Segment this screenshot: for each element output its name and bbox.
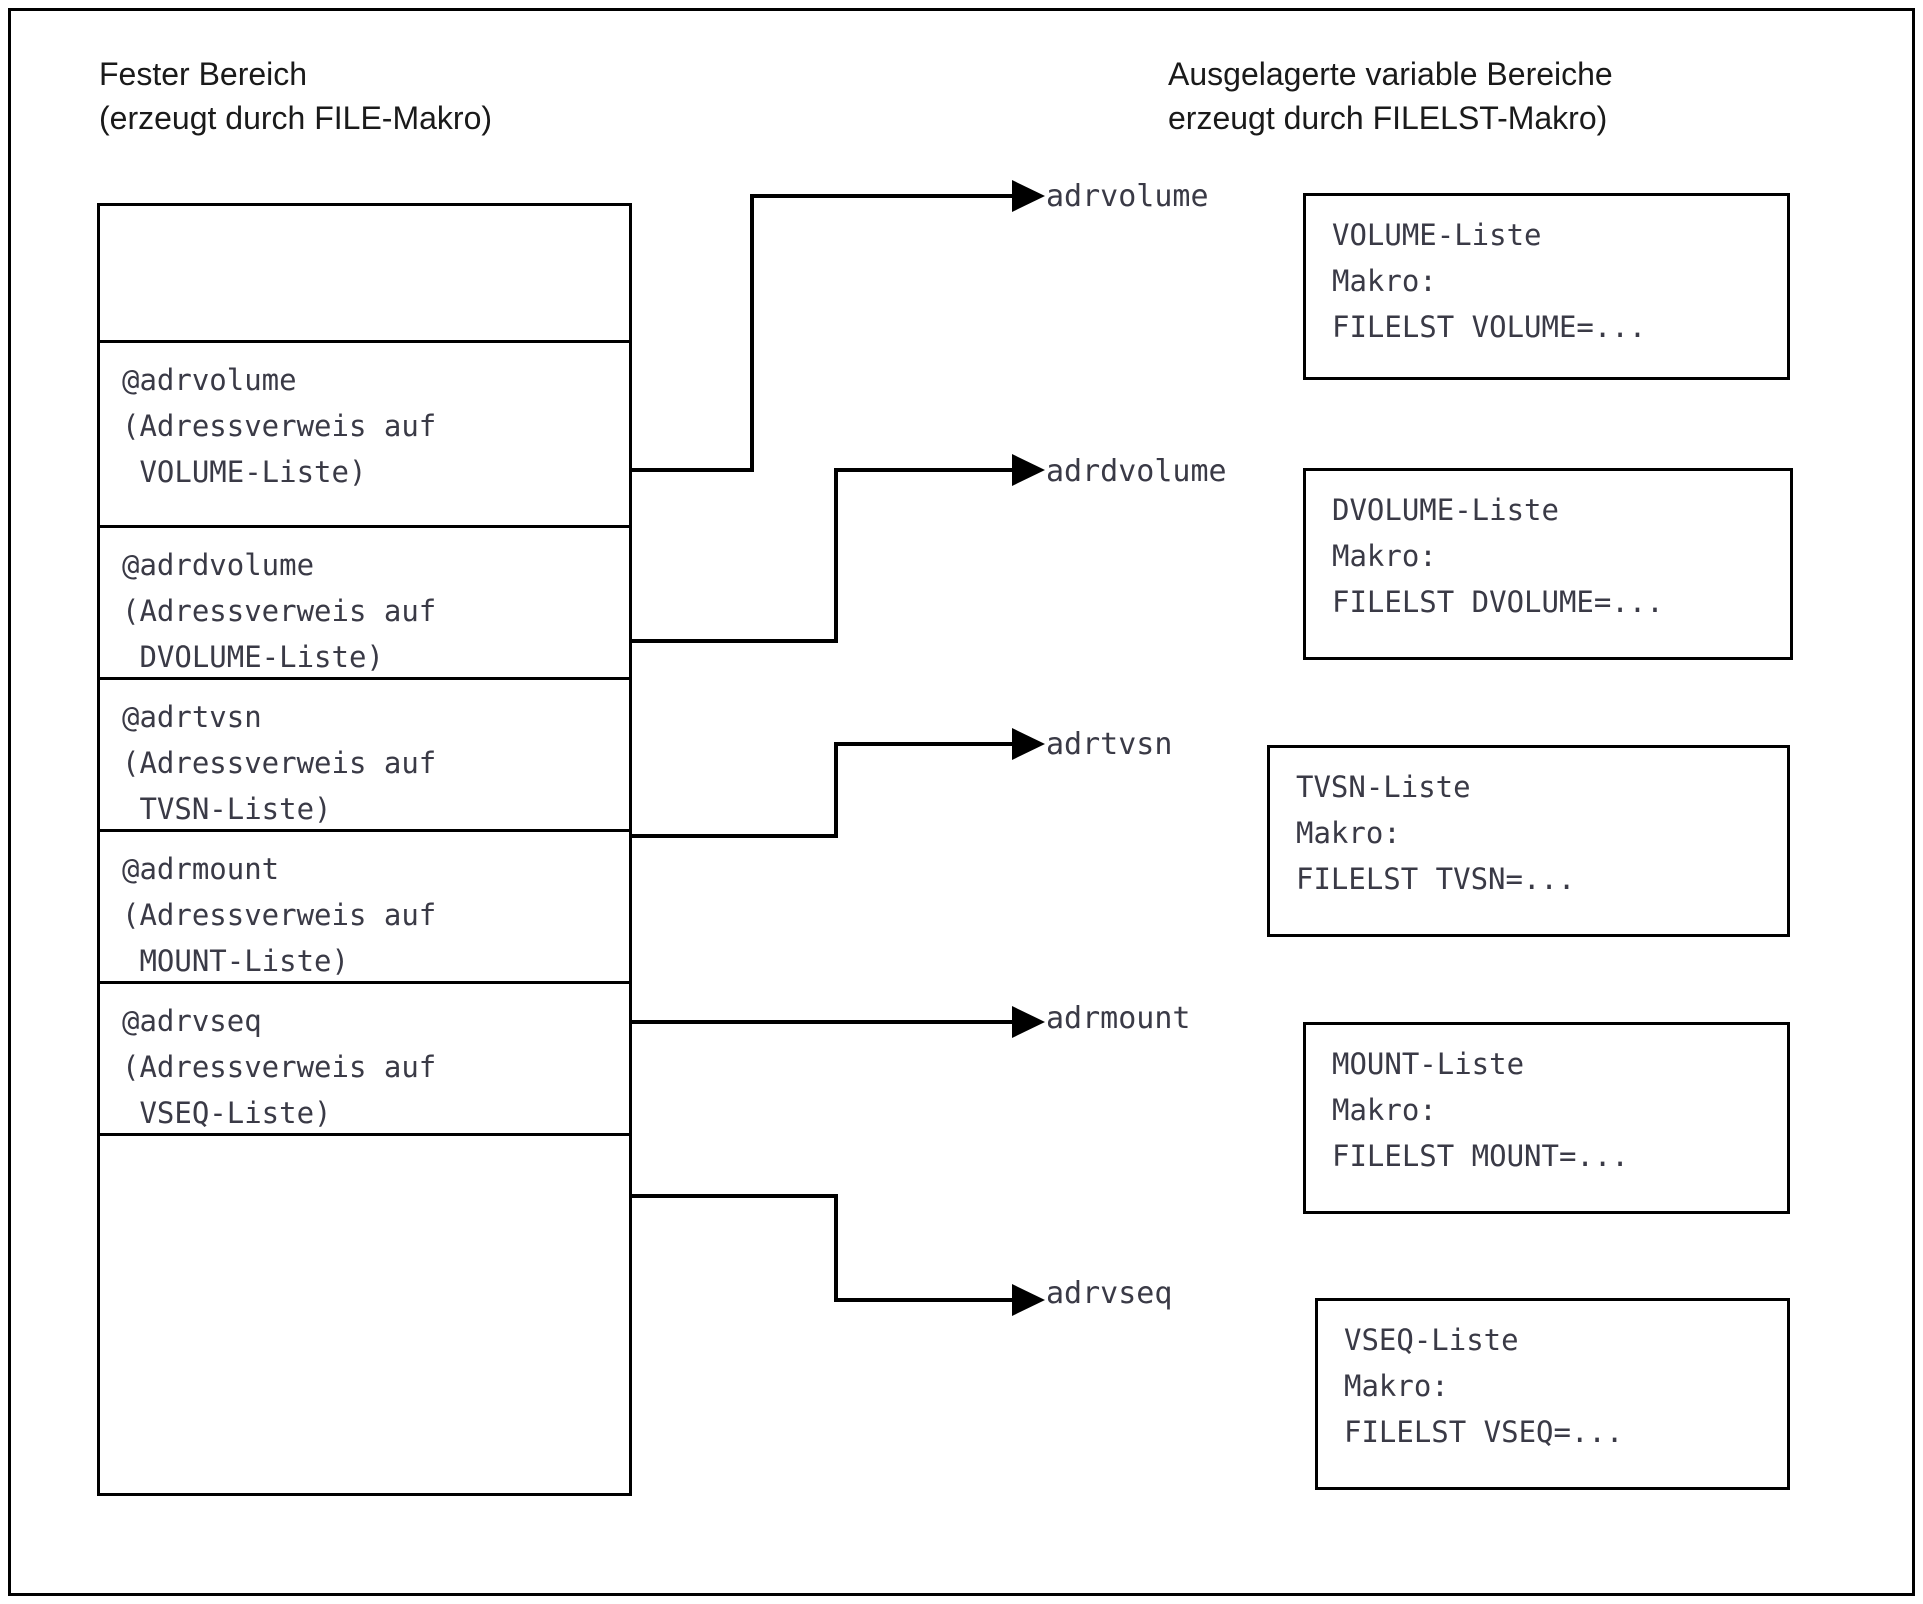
- fixed-area-row-adrtvsn: @adrtvsn (Adressverweis auf TVSN-Liste): [100, 680, 629, 832]
- row-adrvseq-line1: @adrvseq: [122, 1004, 262, 1038]
- row-adrtvsn-line3: TVSN-Liste): [122, 792, 332, 826]
- header-variable-areas-line2: erzeugt durch FILELST-Makro): [1168, 100, 1608, 136]
- header-fixed-area-line2: (erzeugt durch FILE-Makro): [99, 100, 493, 136]
- fixed-area-row-adrmount: @adrmount (Adressverweis auf MOUNT-Liste…: [100, 832, 629, 984]
- list-box-volume-liste: VOLUME-Liste Makro: FILELST VOLUME=...: [1303, 193, 1790, 380]
- row-adrmount-line1: @adrmount: [122, 852, 280, 886]
- tvsn-liste-line3: FILELST TVSN=...: [1296, 862, 1576, 896]
- row-adrvolume-line1: @adrvolume: [122, 363, 297, 397]
- row-adrdvolume-line1: @adrdvolume: [122, 548, 315, 582]
- row-adrtvsn-line1: @adrtvsn: [122, 700, 262, 734]
- mount-liste-line3: FILELST MOUNT=...: [1332, 1139, 1629, 1173]
- dvolume-liste-line1: DVOLUME-Liste: [1332, 493, 1559, 527]
- arrow-label-adrdvolume: adrdvolume: [1046, 454, 1227, 489]
- arrow-label-adrvolume: adrvolume: [1046, 179, 1209, 214]
- vseq-liste-line2: Makro:: [1344, 1369, 1449, 1403]
- row-adrmount-line3: MOUNT-Liste): [122, 944, 349, 978]
- fixed-area-row-adrvolume: @adrvolume (Adressverweis auf VOLUME-Lis…: [100, 343, 629, 528]
- tvsn-liste-line2: Makro:: [1296, 816, 1401, 850]
- mount-liste-line1: MOUNT-Liste: [1332, 1047, 1525, 1081]
- header-variable-areas-line1: Ausgelagerte variable Bereiche: [1168, 56, 1613, 92]
- volume-liste-line2: Makro:: [1332, 264, 1437, 298]
- row-adrvseq-line2: (Adressverweis auf: [122, 1050, 437, 1084]
- volume-liste-line1: VOLUME-Liste: [1332, 218, 1542, 252]
- list-box-tvsn-liste: TVSN-Liste Makro: FILELST TVSN=...: [1267, 745, 1790, 937]
- vseq-liste-line3: FILELST VSEQ=...: [1344, 1415, 1624, 1449]
- fixed-area-row-empty-top: [100, 206, 629, 343]
- fixed-area-row-empty-bottom: [100, 1136, 629, 1493]
- list-box-dvolume-liste: DVOLUME-Liste Makro: FILELST DVOLUME=...: [1303, 468, 1793, 660]
- row-adrdvolume-line2: (Adressverweis auf: [122, 594, 437, 628]
- row-adrvolume-line3: VOLUME-Liste): [122, 455, 367, 489]
- header-fixed-area-line1: Fester Bereich: [99, 56, 308, 92]
- fixed-area-row-adrdvolume: @adrdvolume (Adressverweis auf DVOLUME-L…: [100, 528, 629, 680]
- header-variable-areas: Ausgelagerte variable Bereiche erzeugt du…: [1168, 52, 1613, 140]
- row-adrvseq-line3: VSEQ-Liste): [122, 1096, 332, 1130]
- dvolume-liste-line2: Makro:: [1332, 539, 1437, 573]
- arrow-label-adrtvsn: adrtvsn: [1046, 727, 1173, 762]
- dvolume-liste-line3: FILELST DVOLUME=...: [1332, 585, 1664, 619]
- header-fixed-area: Fester Bereich (erzeugt durch FILE-Makro): [99, 52, 492, 140]
- fixed-area-row-adrvseq: @adrvseq (Adressverweis auf VSEQ-Liste): [100, 984, 629, 1136]
- outer-frame: [8, 8, 1915, 1596]
- row-adrdvolume-line3: DVOLUME-Liste): [122, 640, 384, 674]
- fixed-area-block: @adrvolume (Adressverweis auf VOLUME-Lis…: [97, 203, 632, 1496]
- volume-liste-line3: FILELST VOLUME=...: [1332, 310, 1647, 344]
- vseq-liste-line1: VSEQ-Liste: [1344, 1323, 1519, 1357]
- arrow-label-adrvseq: adrvseq: [1046, 1276, 1173, 1311]
- list-box-vseq-liste: VSEQ-Liste Makro: FILELST VSEQ=...: [1315, 1298, 1790, 1490]
- list-box-mount-liste: MOUNT-Liste Makro: FILELST MOUNT=...: [1303, 1022, 1790, 1214]
- mount-liste-line2: Makro:: [1332, 1093, 1437, 1127]
- row-adrmount-line2: (Adressverweis auf: [122, 898, 437, 932]
- row-adrvolume-line2: (Adressverweis auf: [122, 409, 437, 443]
- arrow-label-adrmount: adrmount: [1046, 1001, 1191, 1036]
- tvsn-liste-line1: TVSN-Liste: [1296, 770, 1471, 804]
- row-adrtvsn-line2: (Adressverweis auf: [122, 746, 437, 780]
